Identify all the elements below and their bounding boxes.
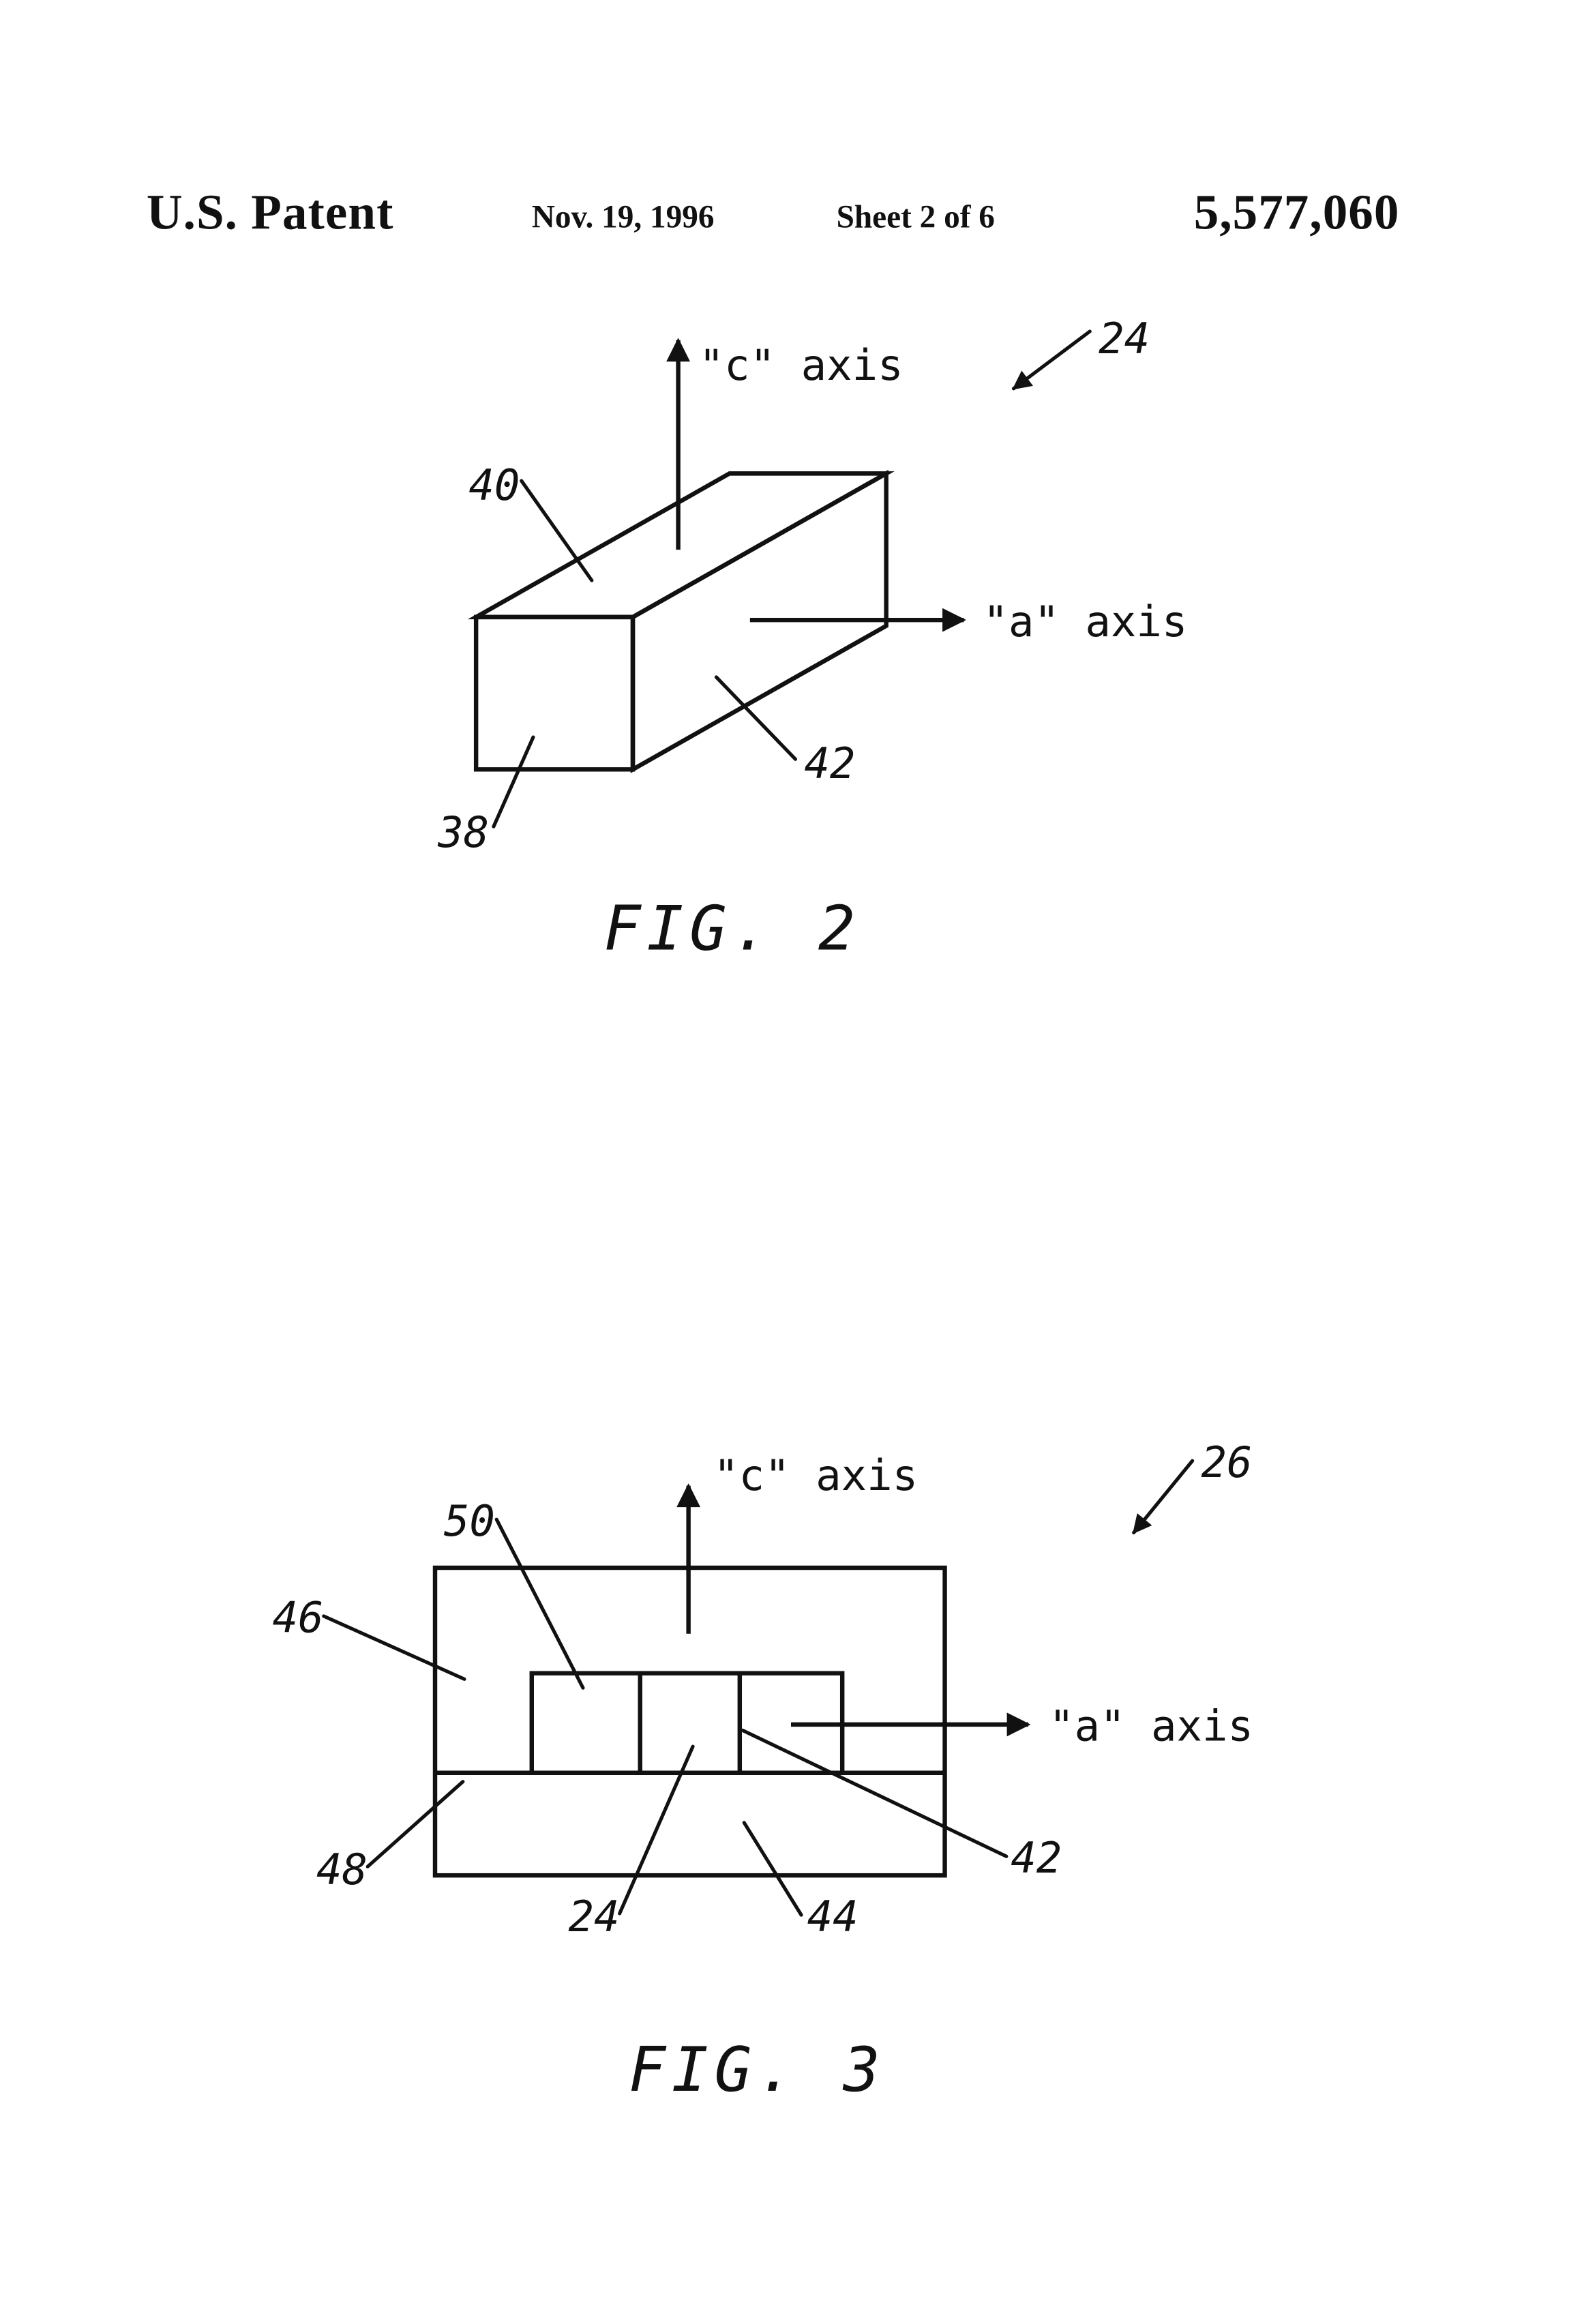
- fig3-ref-24-leader: [618, 1744, 695, 1916]
- fig2-ref-38-leader: [492, 735, 535, 829]
- figure-2: "c" axis "a" axis 24 40 38 42 FIG. 2: [437, 314, 1187, 964]
- fig2-bar-top-face: [467, 471, 895, 620]
- fig3-ref-24: 24: [568, 1892, 619, 1941]
- fig3-a-axis-label: "a" axis: [1049, 1701, 1253, 1751]
- fig2-ref-24: 24: [1099, 314, 1150, 363]
- fig2-bar-front-face: [473, 614, 636, 772]
- sheet-number: Sheet 2 of 6: [837, 199, 995, 235]
- fig3-ref-42: 42: [1011, 1833, 1062, 1883]
- fig3-ref-46: 46: [273, 1593, 324, 1643]
- fig3-ref-46-leader: [322, 1614, 466, 1681]
- fig3-ref-42-leader: [741, 1728, 1009, 1858]
- fig2-ref-24-leader: [1011, 329, 1092, 391]
- fig2-c-axis-label: "c" axis: [699, 340, 904, 390]
- fig3-ref-26-leader: [1132, 1459, 1195, 1535]
- patent-number: 5,577,060: [1194, 185, 1400, 240]
- fig3-ref-48-leader: [365, 1780, 465, 1868]
- fig3-ref-44-leader: [742, 1821, 803, 1917]
- fig2-ref-40: 40: [468, 460, 520, 510]
- fig3-ref-44: 44: [807, 1892, 859, 1941]
- fig2-ref-42-leader: [714, 675, 798, 761]
- fig3-ref-50: 50: [444, 1496, 495, 1546]
- patent-date: Nov. 19, 1996: [532, 199, 715, 235]
- fig2-ref-40-leader: [520, 479, 594, 582]
- fig3-ref-26: 26: [1201, 1437, 1252, 1487]
- header: U.S. Patent Nov. 19, 1996 Sheet 2 of 6 5…: [147, 185, 1400, 240]
- fig2-ref-38: 38: [437, 807, 489, 857]
- fig2-caption: FIG. 2: [603, 893, 861, 965]
- fig2-bar-right-face: [630, 469, 889, 773]
- patent-title: U.S. Patent: [147, 185, 394, 240]
- fig3-caption: FIG. 3: [629, 2034, 886, 2106]
- fig3-c-axis-label: "c" axis: [713, 1450, 918, 1500]
- fig2-ref-42: 42: [804, 739, 855, 788]
- fig3-ref-50-leader: [494, 1517, 585, 1690]
- fig3-ref-48: 48: [316, 1845, 368, 1894]
- figure-3: "c" axis "a" axis 26 50 46 48 24 44 42 F…: [273, 1437, 1254, 2106]
- fig2-a-axis-label: "a" axis: [983, 597, 1187, 646]
- fig2-crystal-bar: [467, 469, 895, 773]
